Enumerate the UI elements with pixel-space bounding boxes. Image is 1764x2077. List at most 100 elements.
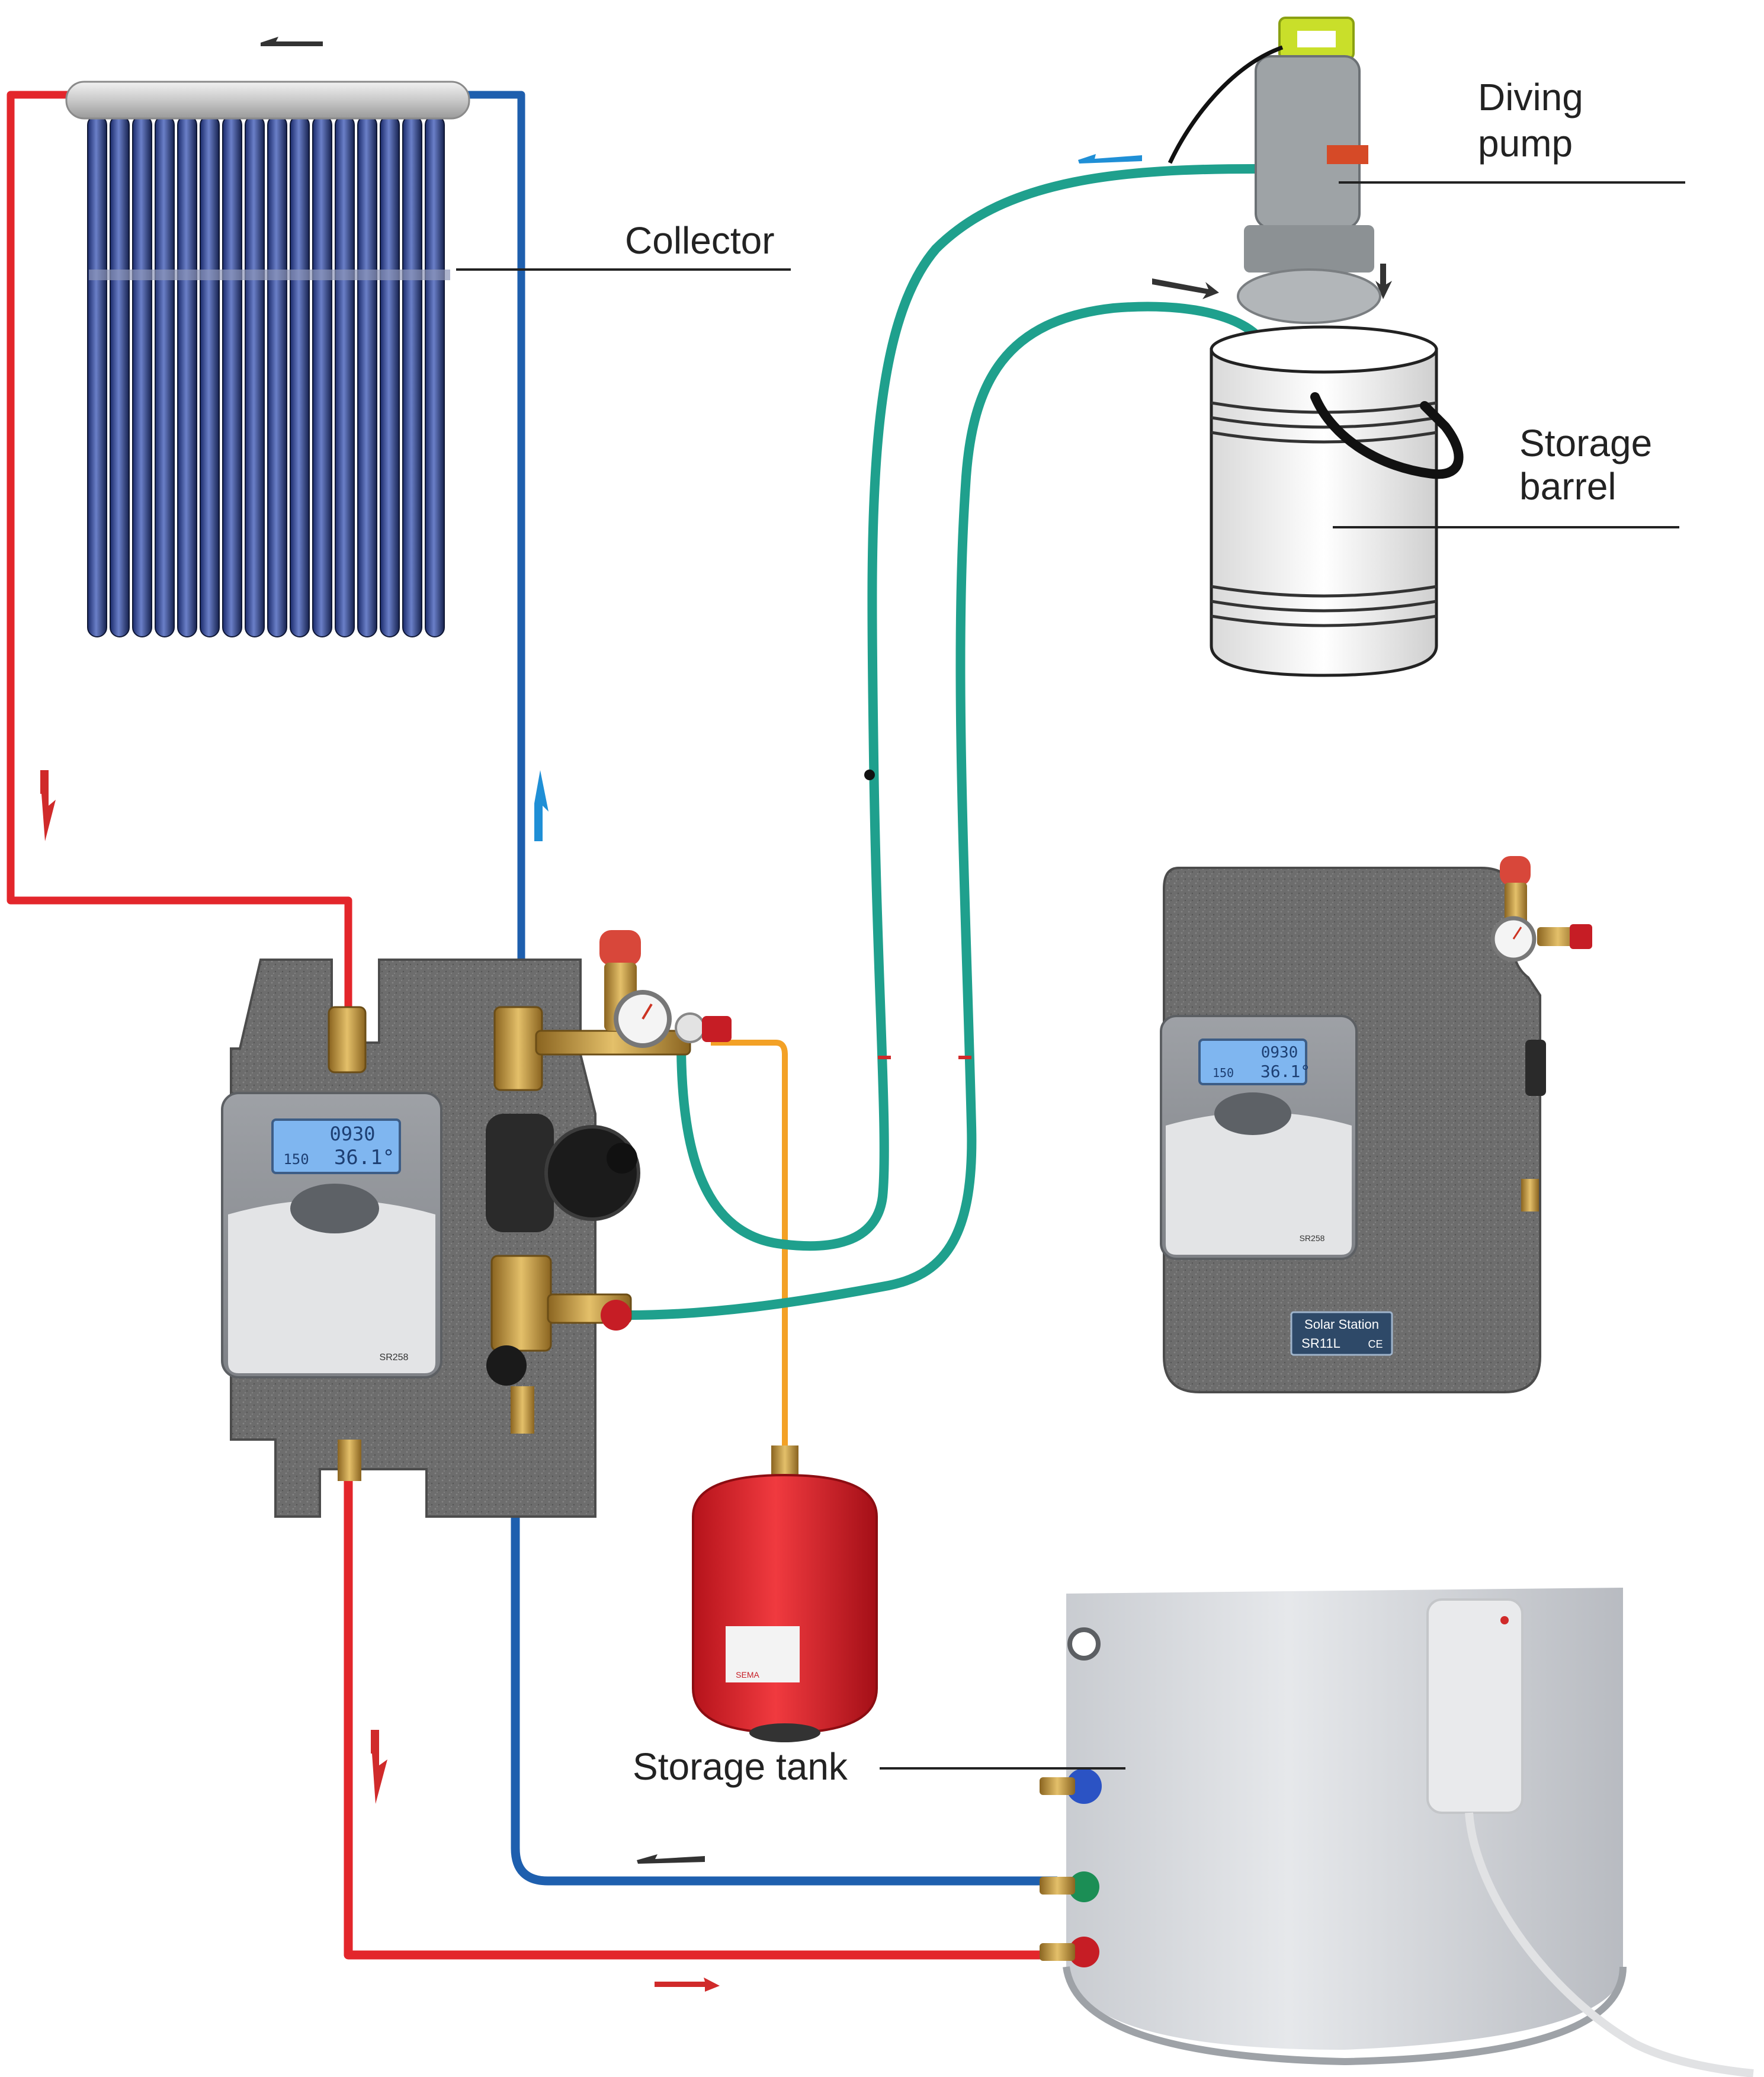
storage-tank bbox=[1040, 1588, 1754, 2077]
vacuum-tube bbox=[357, 115, 377, 637]
safety-valve-cap bbox=[599, 930, 641, 966]
vacuum-tube bbox=[132, 115, 152, 637]
solar-collector bbox=[65, 81, 470, 637]
expansion-vessel-label-sticker bbox=[726, 1626, 800, 1682]
nameplate-line1: Solar Station bbox=[1304, 1317, 1379, 1332]
brass-bottom-left bbox=[338, 1440, 361, 1481]
tank-top-port bbox=[1067, 1627, 1101, 1661]
fill-valve-right-handle bbox=[1570, 924, 1592, 949]
diving-pump-label-line2: pump bbox=[1478, 122, 1573, 165]
controller-left-lcd-small: 150 bbox=[283, 1151, 309, 1168]
safety-valve-right-cap bbox=[1500, 856, 1531, 886]
controller-right-lcd bbox=[1198, 1038, 1307, 1085]
vacuum-tube bbox=[402, 115, 422, 637]
drain-valve-lower bbox=[601, 1300, 631, 1331]
vacuum-tube bbox=[222, 115, 242, 637]
solar-station-right bbox=[1160, 856, 1592, 1393]
vacuum-tube bbox=[380, 115, 400, 637]
return-hose bbox=[623, 302, 1272, 1320]
storage-barrel-label-line2: barrel bbox=[1519, 465, 1617, 508]
controller-right-lower-panel bbox=[1166, 1112, 1352, 1255]
storage-barrel bbox=[1210, 325, 1464, 677]
vacuum-tube bbox=[110, 115, 130, 637]
controller-left-lcd-line2: 36.1° bbox=[334, 1146, 395, 1169]
vacuum-tube bbox=[200, 115, 220, 637]
flow-arrow-pump-outlet bbox=[1078, 154, 1142, 164]
collector-frame-bar bbox=[89, 270, 450, 280]
cold-pipe-from-tank bbox=[511, 1416, 1057, 1886]
storage-tank-label: Storage tank bbox=[633, 1745, 848, 1788]
pump-intake bbox=[1237, 268, 1381, 324]
pump-motor-body bbox=[1255, 55, 1361, 229]
solar-station-nameplate bbox=[1290, 1311, 1393, 1356]
tank-port-red bbox=[1069, 1937, 1099, 1967]
flow-arrow-barrel-in bbox=[1152, 278, 1219, 299]
controller-left-lcd-line1: 0930 bbox=[329, 1123, 375, 1145]
fill-valve-top-handle bbox=[702, 1016, 732, 1042]
hose-mark-right bbox=[958, 1056, 971, 1059]
pump-station-left bbox=[221, 930, 732, 1518]
brass-valve-top-left bbox=[328, 1006, 367, 1073]
flow-arrow-hot-down bbox=[40, 770, 56, 841]
brass-valve-top-right bbox=[493, 1006, 543, 1091]
controller-right-lcd-line1: 0930 bbox=[1261, 1044, 1298, 1062]
vacuum-tube bbox=[425, 115, 445, 637]
tank-port-green bbox=[1069, 1871, 1099, 1902]
fill-valve-top bbox=[675, 1012, 705, 1043]
flow-arrow-top-left bbox=[261, 37, 323, 46]
flow-arrow-red-down bbox=[371, 1730, 387, 1804]
collector-header bbox=[65, 81, 470, 120]
flow-arrow-hot-right bbox=[655, 1977, 720, 1992]
tank-control-indicator bbox=[1500, 1616, 1509, 1624]
vacuum-tube bbox=[245, 115, 265, 637]
expansion-vessel bbox=[692, 1445, 878, 1742]
barrel-handle bbox=[1310, 392, 1464, 479]
fill-valve-right bbox=[1537, 927, 1579, 946]
expansion-vessel-fitting bbox=[771, 1445, 798, 1478]
hot-supply-pipe bbox=[7, 91, 352, 1007]
vacuum-tube bbox=[290, 115, 310, 637]
circulation-pump-body bbox=[486, 1114, 554, 1232]
vacuum-tube bbox=[267, 115, 287, 637]
pump-cable bbox=[1168, 45, 1284, 164]
brass-bottom-right bbox=[511, 1386, 534, 1434]
controller-right-lcd-line2: 36.1° bbox=[1261, 1062, 1310, 1081]
controller-right-keypad bbox=[1214, 1092, 1291, 1135]
supply-hose bbox=[676, 164, 1261, 1251]
brass-right-lower bbox=[1521, 1179, 1539, 1211]
diving-pump bbox=[1168, 17, 1381, 324]
expansion-vessel-sticker-text: SEMA bbox=[736, 1670, 759, 1679]
vacuum-tube bbox=[155, 115, 175, 637]
pump-speed-knob bbox=[607, 1143, 637, 1174]
flow-arrow-cold-up bbox=[534, 770, 549, 841]
vacuum-tubes bbox=[87, 115, 445, 637]
controller-right-lcd-small: 150 bbox=[1213, 1066, 1234, 1080]
diving-pump-label-line1: Diving bbox=[1478, 76, 1583, 118]
nameplate-line2: SR11L bbox=[1301, 1336, 1340, 1351]
hose-mark-left bbox=[878, 1056, 891, 1059]
controller-right-model: SR258 bbox=[1300, 1233, 1325, 1243]
vacuum-tube bbox=[177, 115, 197, 637]
cold-return-pipe bbox=[468, 91, 525, 995]
controller-left-keypad bbox=[290, 1184, 379, 1233]
brass-valve-lower bbox=[490, 1255, 552, 1352]
hot-pipe-to-tank bbox=[344, 1481, 1057, 1960]
storage-barrel-label-line1: Storage bbox=[1519, 422, 1653, 464]
controller-left-lcd bbox=[271, 1118, 401, 1174]
pump-base bbox=[1244, 225, 1374, 273]
flow-meter bbox=[486, 1345, 527, 1386]
collector-label: Collector bbox=[625, 219, 775, 262]
tank-control-box bbox=[1426, 1598, 1524, 1814]
tank-power-cable bbox=[1465, 1812, 1754, 2077]
nameplate-ce-mark: CE bbox=[1368, 1338, 1383, 1350]
vacuum-tube bbox=[312, 115, 332, 637]
hose-clip-dot bbox=[864, 770, 875, 780]
vacuum-tube bbox=[335, 115, 355, 637]
tank-port-blue bbox=[1066, 1768, 1102, 1804]
controller-left-lower-panel bbox=[228, 1200, 435, 1373]
controller-left-model: SR258 bbox=[380, 1352, 409, 1363]
expansion-feed-pipe bbox=[711, 1040, 788, 1445]
vacuum-tube bbox=[87, 115, 107, 637]
flow-arrow-cold-left bbox=[637, 1854, 705, 1864]
